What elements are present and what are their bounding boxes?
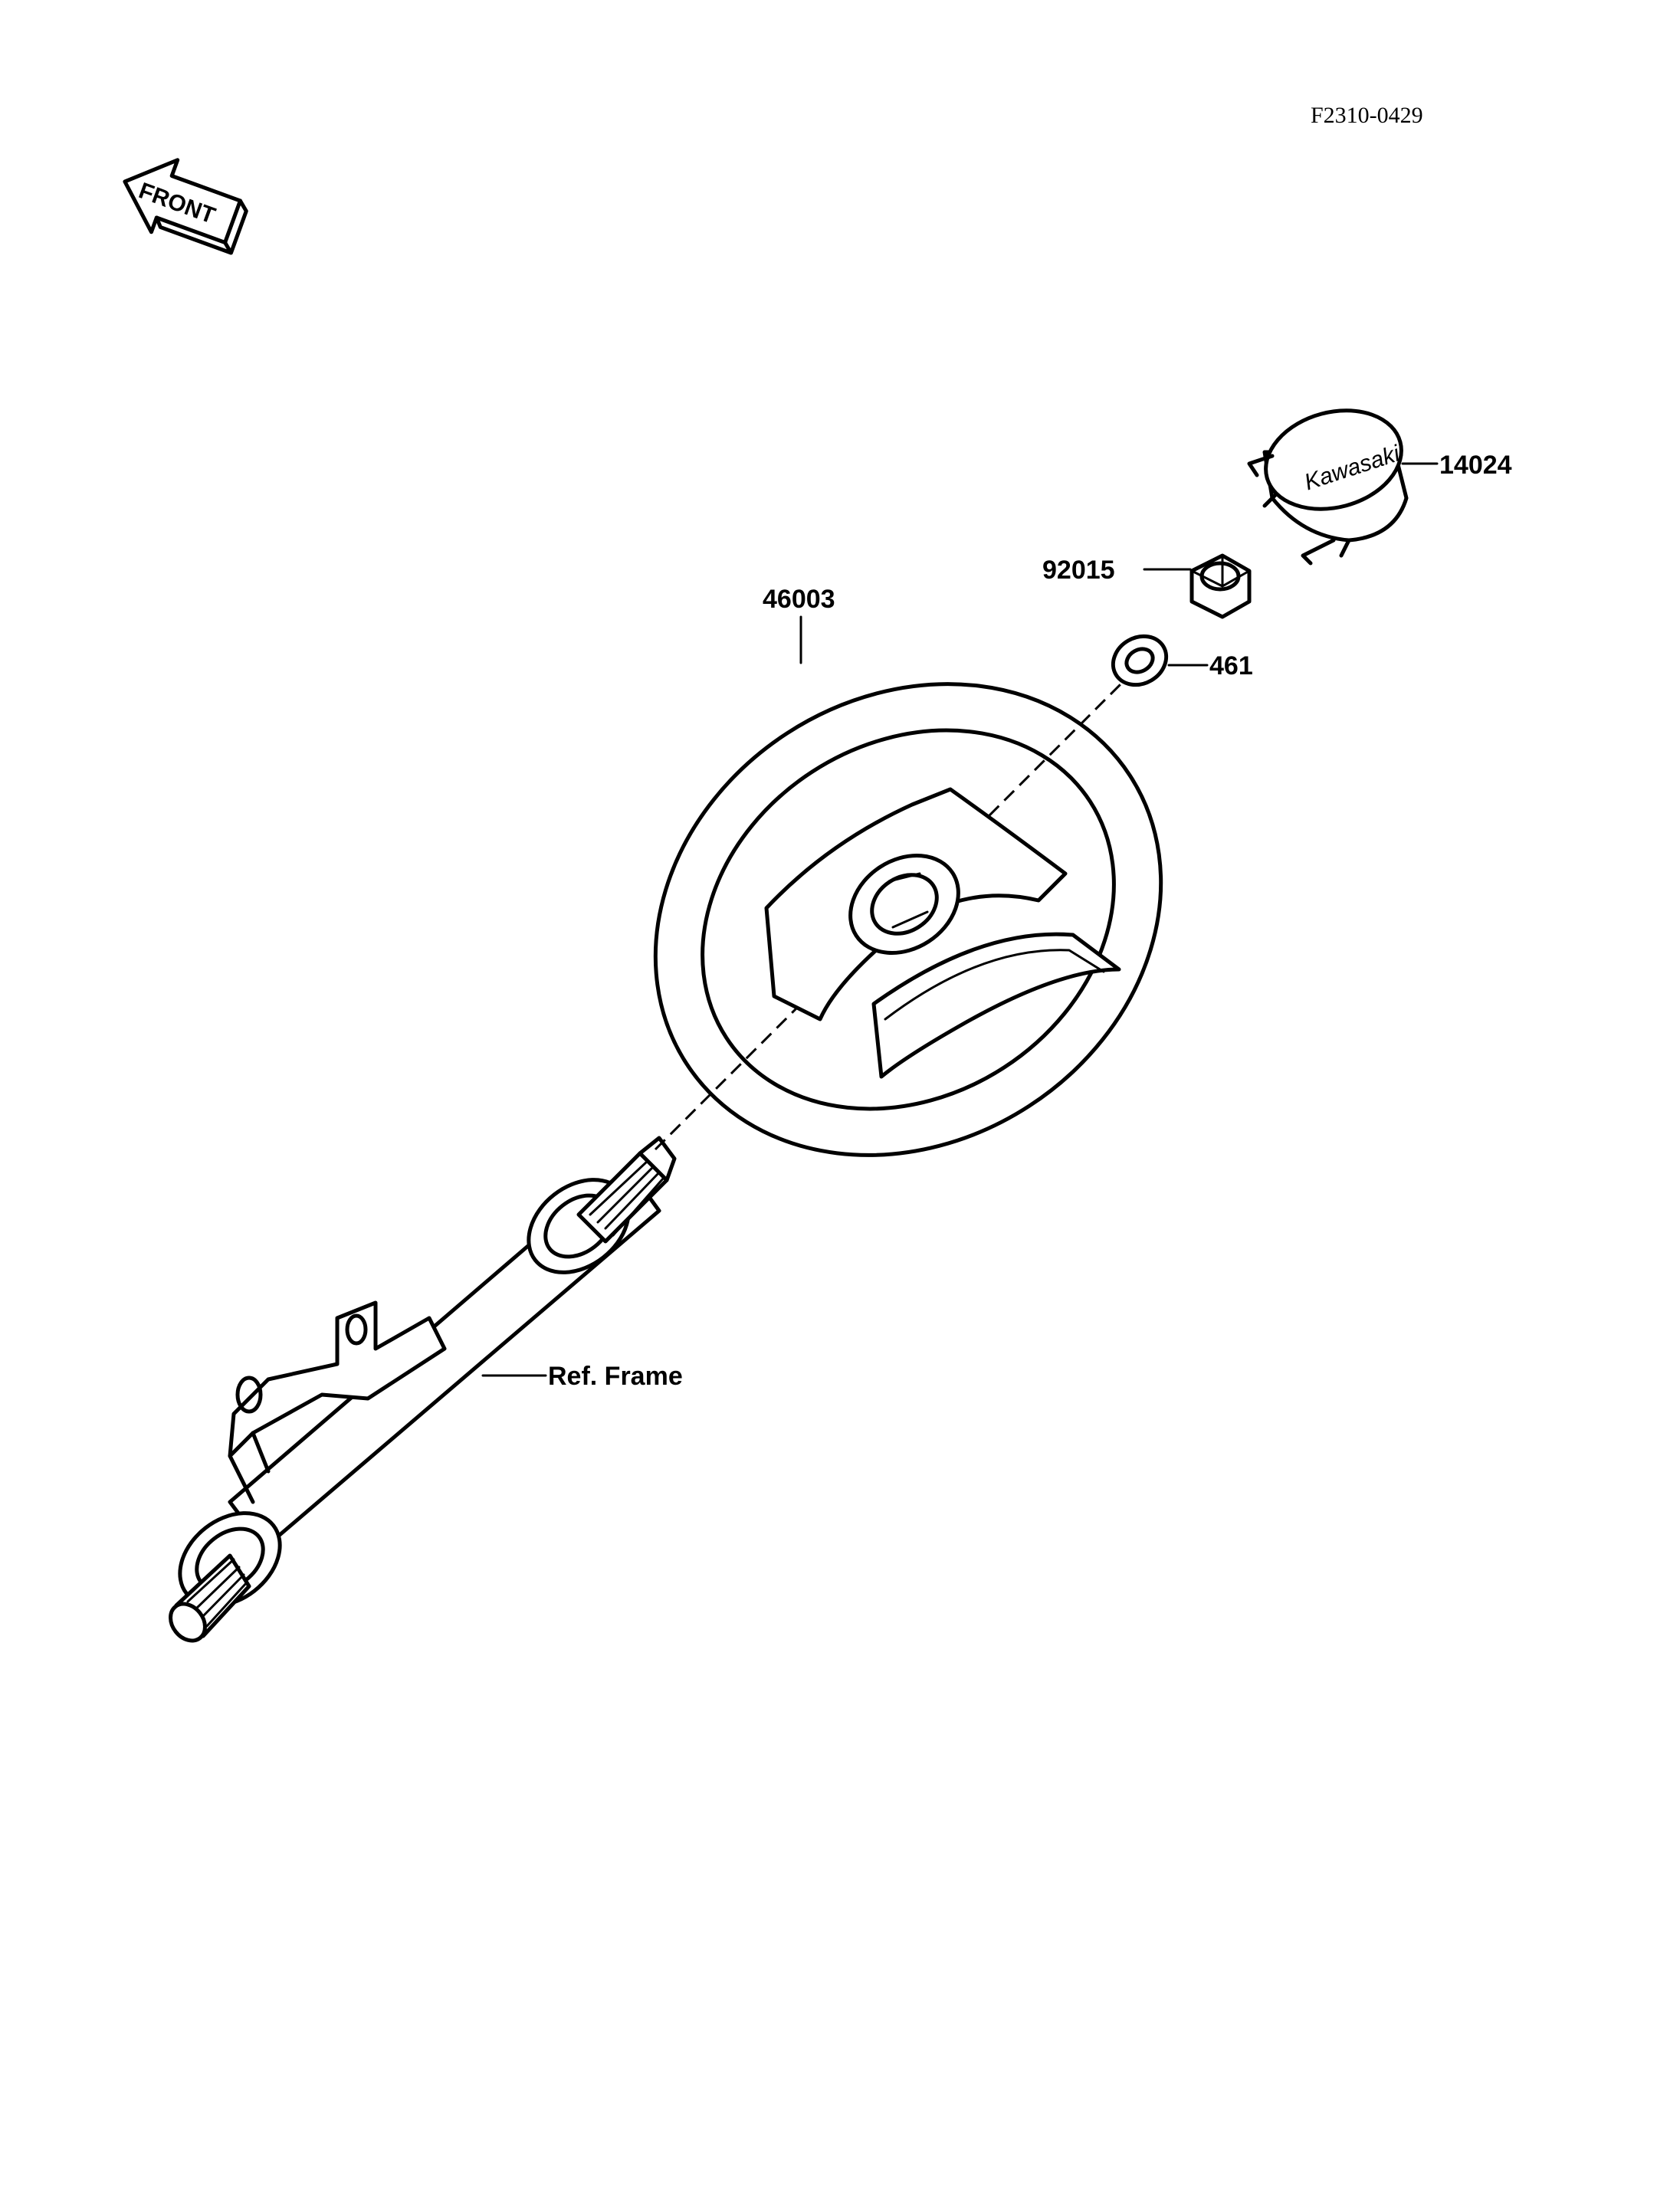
cap-part-number: 14024 xyxy=(1439,451,1512,480)
frame-ref-label: Ref. Frame xyxy=(548,1362,683,1391)
washer-part-number: 461 xyxy=(1209,651,1253,680)
washer xyxy=(1111,634,1169,687)
nut xyxy=(1189,553,1252,619)
frame-bracket xyxy=(228,1300,447,1504)
nut-part-number: 92015 xyxy=(1042,556,1115,585)
document-id: F2310-0429 xyxy=(1311,103,1423,128)
front-arrow-icon: FRONT xyxy=(123,158,248,255)
wheel-part-number: 46003 xyxy=(763,585,835,614)
horn-cap: Kawasaki xyxy=(1247,408,1409,566)
steering-column xyxy=(169,1136,677,1643)
steering-wheel xyxy=(653,682,1163,1157)
assembly-centerline xyxy=(654,673,1132,1151)
